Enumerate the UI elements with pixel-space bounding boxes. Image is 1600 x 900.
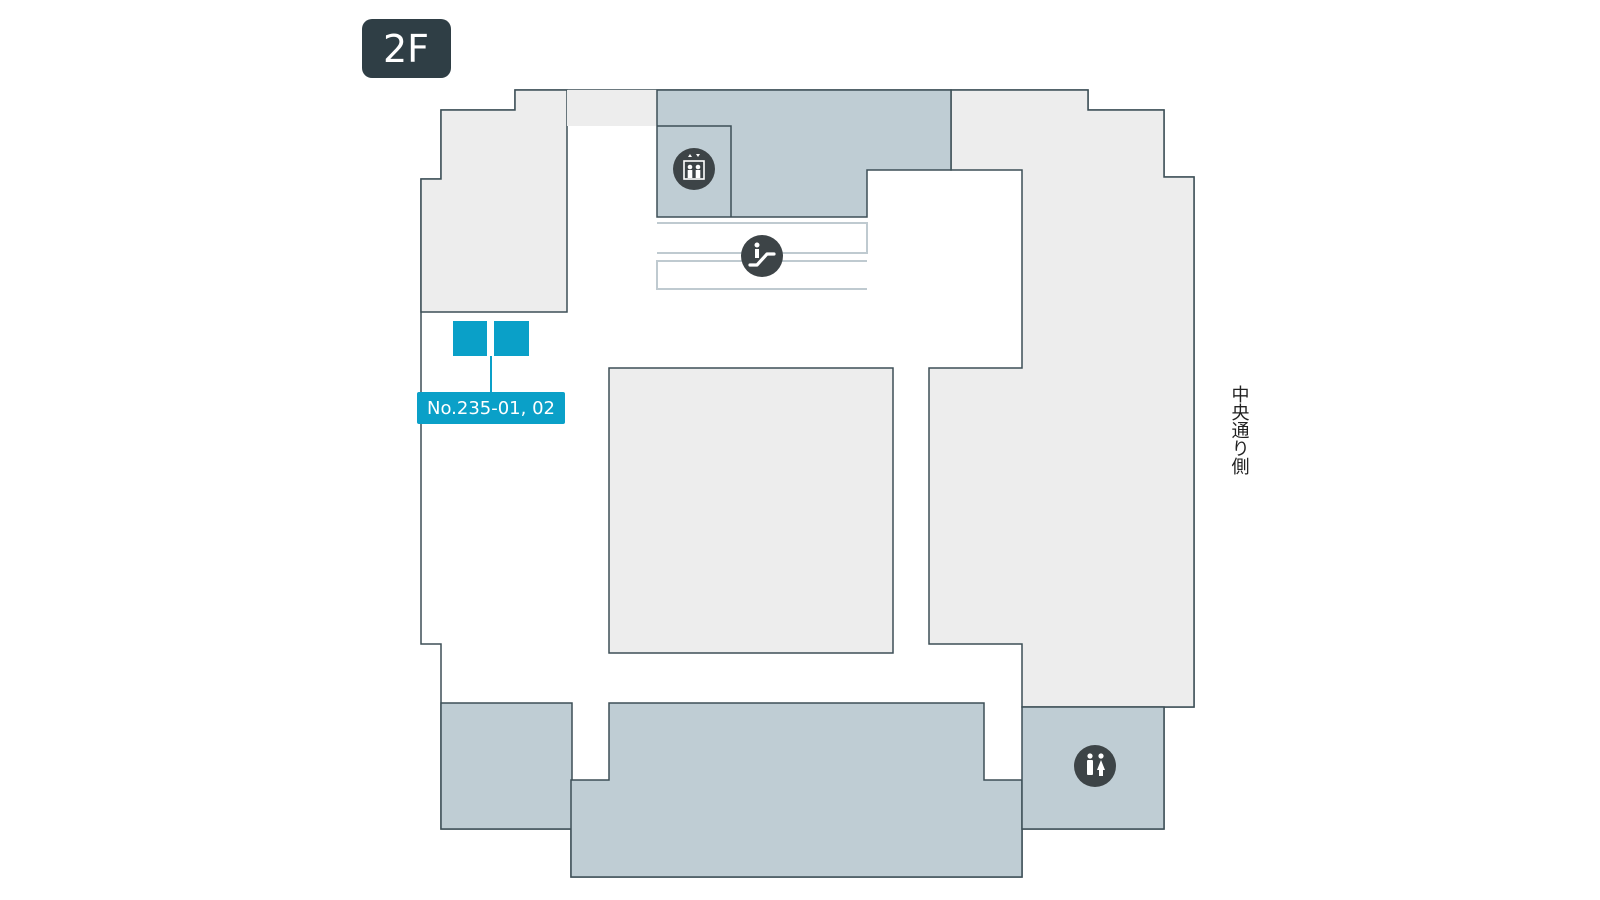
restroom-icon[interactable] [1074, 745, 1116, 787]
space-bottom-center[interactable] [570, 702, 1023, 878]
location-label: No.235-01, 02 [427, 398, 555, 419]
location-square-02[interactable] [494, 321, 529, 356]
space-bottom-left[interactable] [440, 702, 573, 830]
space-top-left-corridor [567, 90, 657, 126]
street-label: 中央通り側 [1229, 385, 1250, 475]
elevator-icon[interactable] [673, 148, 715, 190]
space-center-block[interactable] [608, 367, 894, 654]
floor-label: 2F [383, 27, 429, 71]
floor-badge: 2F [362, 19, 451, 78]
escalator-icon[interactable] [741, 235, 783, 277]
location-label-bg [417, 392, 565, 424]
elevator-room-wall [657, 125, 732, 217]
location-markers: No.235-01, 02 [417, 321, 565, 424]
space-left-upper[interactable] [420, 89, 568, 313]
location-square-01[interactable] [453, 321, 487, 356]
